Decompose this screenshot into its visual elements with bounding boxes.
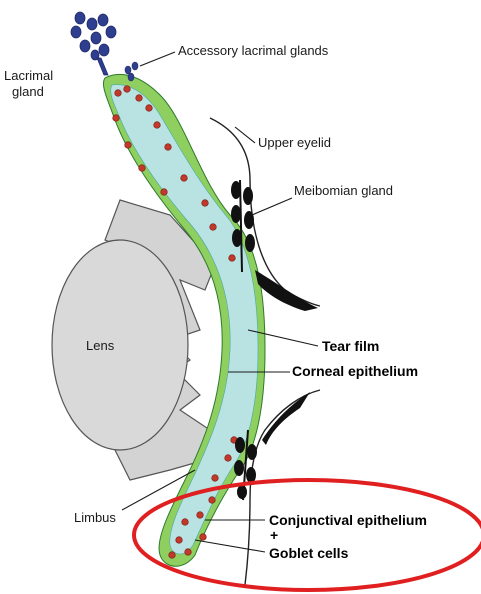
tear-film-label: Tear film (322, 338, 379, 354)
upper-eyelid-label: Upper eyelid (258, 135, 331, 150)
lower-eyelid-margin (262, 392, 310, 445)
meibomian-gland-label: Meibomian gland (294, 183, 393, 198)
leader-meibomian (252, 198, 292, 215)
accessory-lacrimal-glands-label: Accessory lacrimal glands (178, 43, 329, 58)
conjunctival-epithelium-label: Conjunctival epithelium (269, 512, 427, 528)
plus-sign-label: + (270, 527, 278, 543)
upper-eyelid-margin (255, 270, 318, 311)
lacrimal-gland-label-line1: Lacrimal (4, 68, 53, 83)
leader-accessory (140, 52, 175, 66)
goblet-cells-label: Goblet cells (269, 545, 349, 561)
lens (52, 240, 188, 450)
leader-goblet (195, 540, 265, 552)
limbus-label: Limbus (74, 510, 116, 525)
lacrimal-gland-label: Lacrimal gland (4, 68, 57, 99)
corneal-epithelium-label: Corneal epithelium (292, 363, 418, 379)
lens-label: Lens (86, 338, 115, 353)
lacrimal-gland-label-line2: gland (12, 84, 44, 99)
lacrimal-gland (71, 12, 116, 75)
